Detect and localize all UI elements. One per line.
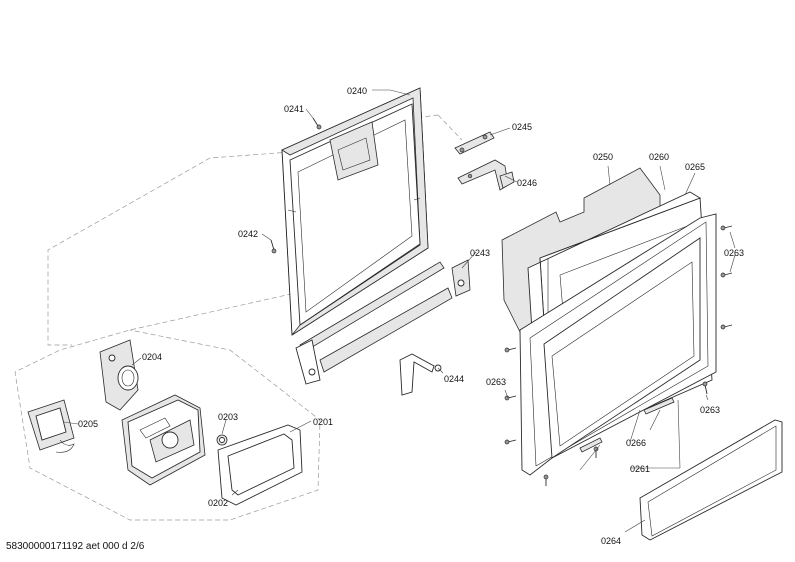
hinge-part-0245 <box>454 131 495 155</box>
label-0201: 0201 <box>313 417 333 427</box>
label-0263-left: 0263 <box>486 377 506 387</box>
kick-plate-0264 <box>639 419 783 541</box>
hinge-part-0246 <box>457 159 515 191</box>
label-0265: 0265 <box>685 162 705 172</box>
label-0241: 0241 <box>284 104 304 114</box>
label-0250: 0250 <box>593 152 613 162</box>
label-0244: 0244 <box>444 374 464 384</box>
label-0245: 0245 <box>512 122 532 132</box>
label-0260: 0260 <box>649 152 669 162</box>
label-0246: 0246 <box>517 178 537 188</box>
strips-0261 <box>579 397 675 453</box>
label-0264: 0264 <box>601 536 621 546</box>
part-labels: 0240 0241 0242 0243 0244 0245 0246 0250 … <box>78 86 744 546</box>
label-0266: 0266 <box>626 438 646 448</box>
label-0203: 0203 <box>218 412 238 422</box>
gasket-frame-0202 <box>217 424 303 506</box>
bracket-0244 <box>399 353 442 396</box>
label-0202: 0202 <box>208 498 228 508</box>
label-0205: 0205 <box>78 419 98 429</box>
inner-door-panel-0240 <box>281 87 429 336</box>
label-0242: 0242 <box>238 229 258 239</box>
label-0263-right: 0263 <box>724 248 744 258</box>
door-seal-strips-0243 <box>295 259 471 385</box>
outer-frame-0266 <box>519 213 717 476</box>
label-0204: 0204 <box>142 352 162 362</box>
leader-lines <box>63 89 736 533</box>
label-0261: 0261 <box>630 464 650 474</box>
label-0240: 0240 <box>347 86 367 96</box>
screws-0263 <box>504 225 733 486</box>
label-0243: 0243 <box>470 248 490 258</box>
screw-0242 <box>270 239 277 254</box>
panel-insert-0205 <box>27 399 75 453</box>
label-0263-bottom: 0263 <box>700 405 720 415</box>
dispenser-0204 <box>99 339 139 411</box>
screw-0241 <box>312 117 322 130</box>
drawing-reference: 58300000171192 aet 000 d 2/6 <box>6 541 145 552</box>
control-module-0201 <box>121 394 206 486</box>
knob-0203 <box>216 434 228 446</box>
